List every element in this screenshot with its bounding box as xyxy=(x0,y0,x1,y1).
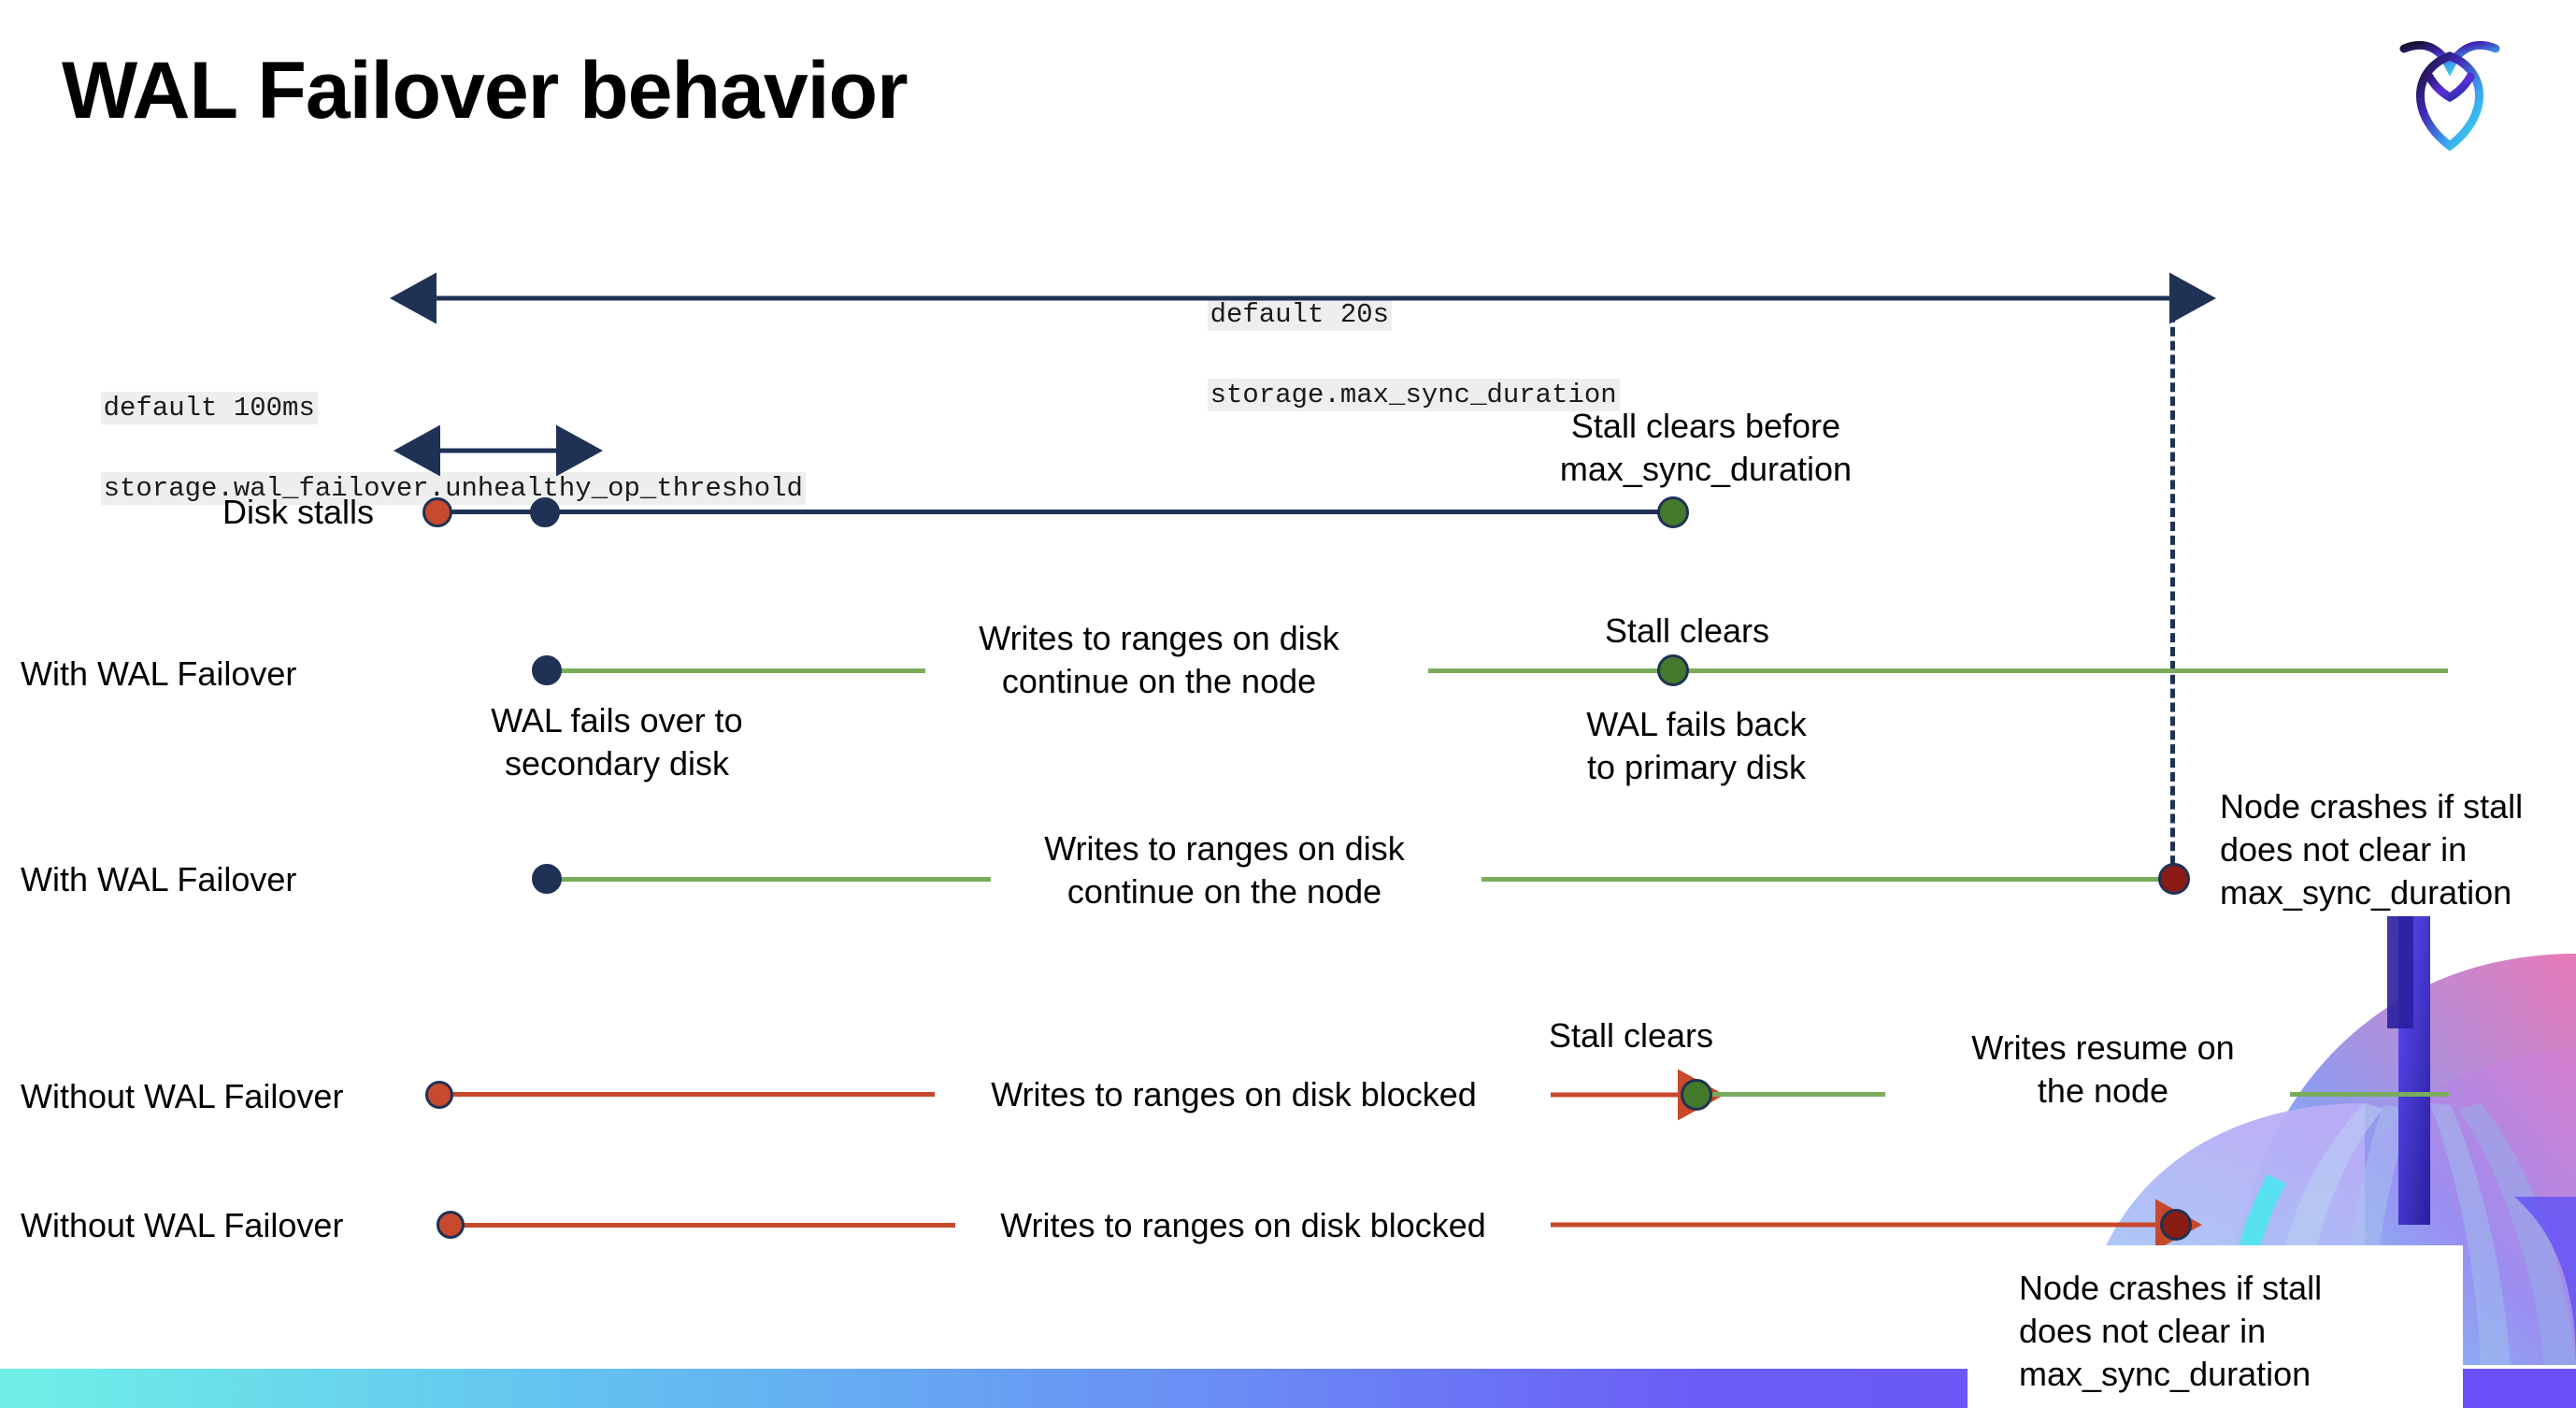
failover-marker[interactable] xyxy=(530,497,560,527)
timeline-with-wal-failover-crash-seg2 xyxy=(1481,877,2168,882)
annotation-wal-fails-over: WAL fails over to secondary disk xyxy=(491,701,743,783)
unhealthy-op-threshold-default: default 100ms xyxy=(100,392,318,424)
timeline-without-wal-failover-clears-seg2 xyxy=(1694,1092,1885,1097)
annotation-wal-fails-back: WAL fails back to primary disk xyxy=(1586,705,1807,786)
node-crash-marker[interactable] xyxy=(2158,863,2190,895)
annotation-stall-clears-before: Stall clears before max_sync_duration xyxy=(1559,407,1853,488)
stall-clear-marker[interactable] xyxy=(1681,1079,1712,1111)
annotation-writes-continue-row3: Writes to ranges on disk continue on the… xyxy=(1044,829,1405,911)
annotation-stall-clears-row2: Stall clears xyxy=(1604,611,1770,650)
timeline-with-wal-failover-crash-seg1 xyxy=(547,877,991,882)
timeline-without-wal-failover-clears-seg3 xyxy=(2290,1092,2449,1097)
annotation-writes-continue-row2: Writes to ranges on disk continue on the… xyxy=(979,619,1339,700)
stall-clear-marker[interactable] xyxy=(1657,654,1689,686)
annotation-writes-blocked-row5: Writes to ranges on disk blocked xyxy=(1000,1206,1486,1244)
failover-marker[interactable] xyxy=(532,864,562,894)
page-title: WAL Failover behavior xyxy=(62,46,909,136)
annotation-stall-clears-row4: Stall clears xyxy=(1548,1016,1714,1055)
unhealthy-op-threshold-name: storage.wal_failover.unhealthy_op_thresh… xyxy=(100,472,806,505)
row-label-without-wal-failover-crash: Without WAL Failover xyxy=(21,1206,344,1244)
unhealthy-op-threshold-label: default 100ms storage.wal_failover.unhea… xyxy=(36,348,806,549)
timeline-with-wal-failover-clears-seg1 xyxy=(547,668,925,673)
stall-clear-marker[interactable] xyxy=(1657,496,1689,528)
row-label-with-wal-failover-crash: With WAL Failover xyxy=(21,860,297,898)
annotation-node-crashes-row3: Node crashes if stall does not clear in … xyxy=(2220,787,2524,912)
stall-start-marker[interactable] xyxy=(422,497,452,527)
row-label-without-wal-failover-clears: Without WAL Failover xyxy=(21,1077,344,1115)
stall-start-marker[interactable] xyxy=(436,1211,465,1239)
timeline-with-wal-failover-clears-seg2 xyxy=(1428,668,2448,673)
max-sync-duration-guide-line xyxy=(2170,299,2175,879)
accent-bar-mask xyxy=(1968,1369,2463,1408)
max-sync-duration-name: storage.max_sync_duration xyxy=(1207,379,1620,411)
timeline-without-wal-failover-crash-seg1 xyxy=(451,1223,955,1228)
annotation-node-crashes-row5: Node crashes if stall does not clear in … xyxy=(2019,1269,2323,1393)
annotation-writes-blocked-row4: Writes to ranges on disk blocked xyxy=(991,1075,1477,1113)
failover-marker[interactable] xyxy=(532,655,562,685)
stall-start-marker[interactable] xyxy=(425,1081,453,1109)
node-crash-marker[interactable] xyxy=(2160,1209,2192,1241)
row-label-with-wal-failover-clears: With WAL Failover xyxy=(21,654,297,693)
annotation-writes-resume-row4: Writes resume on the node xyxy=(1971,1028,2235,1110)
timeline-disk-stalls xyxy=(437,510,1673,514)
row-label-disk-stalls: Disk stalls xyxy=(222,493,375,531)
timeline-without-wal-failover-clears-seg1 xyxy=(439,1092,935,1097)
cockroachdb-logo-icon xyxy=(2389,28,2511,154)
